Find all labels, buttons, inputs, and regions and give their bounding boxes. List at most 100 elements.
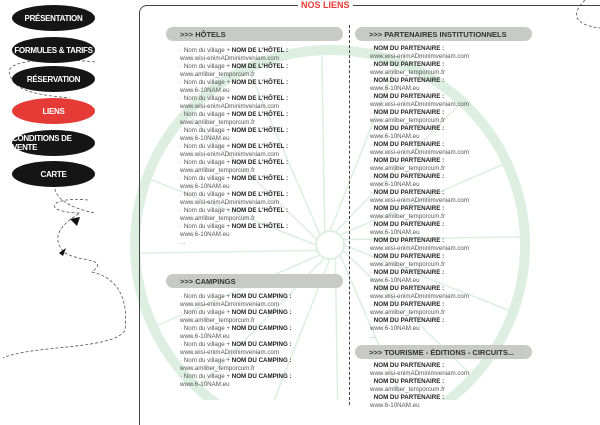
entry-name: NOM DE L'HÔTEL :: [231, 207, 289, 214]
entry-link[interactable]: www.6-10NAM.eu: [180, 333, 230, 340]
list-item: · NOM DU PARTENAIRE :: [370, 125, 469, 133]
entry-name: NOM DU PARTENAIRE :: [373, 45, 445, 52]
entry-name: NOM DE L'HÔTEL :: [231, 47, 289, 54]
entry-link[interactable]: www.wisi-enimADminimveniam.com: [370, 149, 470, 156]
entry-link[interactable]: www.amliber_temporcum.fr: [180, 167, 255, 174]
entry-name: NOM DU CAMPING :: [231, 325, 292, 332]
section-header-tourisme: >>> TOURISME - ÉDITIONS - CIRCUITS...: [355, 345, 532, 359]
bullet-icon: ·: [370, 301, 374, 308]
entry-link[interactable]: www.amliber_temporcum.fr: [180, 71, 255, 78]
list-item: · NOM DU PARTENAIRE :: [370, 141, 469, 149]
entry-link[interactable]: www.6-10NAM.eu: [370, 133, 420, 140]
list-item: · NOM DU PARTENAIRE :: [370, 77, 469, 85]
entry-link[interactable]: www.wisi-enimADminimveniam.com: [180, 349, 280, 356]
bullet-icon: ·: [180, 111, 184, 118]
list-item: · NOM DU PARTENAIRE :: [370, 61, 469, 69]
entry-link[interactable]: www.amliber_temporcum.fr: [180, 317, 255, 324]
entry-link[interactable]: www.amliber_temporcum.fr: [370, 117, 445, 124]
entry-link[interactable]: www.amliber_temporcum.fr: [180, 119, 255, 126]
entry-link[interactable]: www.amliber_temporcum.fr: [370, 165, 445, 172]
entry-link[interactable]: www.amliber_temporcum.fr: [180, 365, 255, 372]
entry-name: NOM DE L'HÔTEL :: [231, 111, 289, 118]
nav-item-conditions-de-vente[interactable]: Conditions de vente: [12, 130, 95, 156]
entry-link[interactable]: www.wisi-enimADminimveniam.com: [180, 103, 280, 110]
entry-name: NOM DE L'HÔTEL :: [231, 127, 289, 134]
entry-link[interactable]: www.amliber_temporcum.fr: [370, 213, 445, 220]
wheel-watermark: [130, 45, 530, 400]
village-name: Nom du village +: [183, 223, 232, 230]
wheel-spoke: [339, 164, 503, 236]
village-name: Nom du village +: [183, 373, 232, 380]
bullet-icon: ·: [370, 173, 374, 180]
entry-link[interactable]: www.wisi-enimADminimveniam.com: [370, 293, 470, 300]
section-header-partenaires: >>> PARTENAIRES INSTITUTIONNELS: [355, 27, 532, 41]
nav-item-formules-tarifs[interactable]: Formules & tarifs: [12, 37, 95, 63]
entry-link[interactable]: www.wisi-enimADminimveniam.com: [370, 101, 470, 108]
partenaires-list: · NOM DU PARTENAIRE :www.wisi-enimADmini…: [370, 45, 469, 341]
list-item: · Nom du village + NOM DE L'HÔTEL :: [180, 79, 288, 87]
entry-link[interactable]: www.amliber_temporcum.fr: [370, 386, 445, 393]
entry-link[interactable]: www.amliber_temporcum.fr: [370, 69, 445, 76]
wheel-spoke: [321, 55, 326, 233]
bullet-icon: ·: [180, 47, 184, 54]
list-item: · Nom du village + NOM DE L'HÔTEL :: [180, 159, 288, 167]
entry-name: NOM DU PARTENAIRE :: [373, 317, 445, 324]
entry-link[interactable]: www.amliber_temporcum.fr: [370, 309, 445, 316]
village-name: Nom du village +: [183, 309, 232, 316]
list-item: · NOM DU PARTENAIRE :: [370, 157, 469, 165]
entry-link[interactable]: www.wisi-enimADminimveniam.com: [180, 151, 280, 158]
entry-link[interactable]: www.amliber_temporcum.fr: [180, 215, 255, 222]
bullet-icon: ·: [180, 207, 184, 214]
nav-item-liens[interactable]: Liens: [12, 98, 95, 124]
list-item: · NOM DU PARTENAIRE :: [370, 45, 469, 53]
more-indicator: ...: [180, 239, 186, 246]
bullet-icon: ·: [370, 237, 374, 244]
bullet-icon: ·: [370, 378, 374, 385]
entry-name: NOM DU PARTENAIRE :: [373, 173, 445, 180]
nav-item-réservation[interactable]: Réservation: [12, 66, 95, 92]
entry-link[interactable]: www.wisi-enimADminimveniam.com: [370, 53, 470, 60]
village-name: Nom du village +: [183, 357, 232, 364]
wheel-spoke: [339, 254, 404, 400]
village-name: Nom du village +: [183, 79, 232, 86]
village-name: Nom du village +: [183, 95, 232, 102]
bullet-icon: ·: [180, 341, 184, 348]
list-item: · NOM DU PARTENAIRE :: [370, 285, 469, 293]
entry-name: NOM DU PARTENAIRE :: [373, 205, 445, 212]
entry-name: NOM DU PARTENAIRE :: [373, 285, 445, 292]
list-item: · Nom du village + NOM DU CAMPING :: [180, 309, 292, 317]
entry-link[interactable]: www.wisi-enimADminimveniam.com: [370, 197, 470, 204]
page-title: NOS LIENS: [298, 0, 353, 10]
entry-link[interactable]: www.6-10NAM.eu: [180, 87, 230, 94]
entry-link[interactable]: www.6-10NAM.eu: [370, 85, 420, 92]
entry-link[interactable]: www.wisi-enimADminimveniam.com: [180, 301, 280, 308]
entry-link[interactable]: www.6-10NAM.eu: [370, 181, 420, 188]
entry-link[interactable]: www.6-10NAM.eu: [180, 183, 230, 190]
list-item: · NOM DU PARTENAIRE :: [370, 93, 469, 101]
entry-link[interactable]: www.6-10NAM.eu: [370, 277, 420, 284]
entry-link[interactable]: www.6-10NAM.eu: [370, 325, 420, 332]
entry-link[interactable]: www.wisi-enimADminimveniam.com: [180, 199, 280, 206]
entry-link[interactable]: www.amliber_temporcum.fr: [370, 261, 445, 268]
wheel-spoke: [157, 254, 321, 326]
wheel-spoke: [249, 72, 321, 236]
hotels-list: · Nom du village + NOM DE L'HÔTEL :www.w…: [180, 47, 288, 247]
entry-link[interactable]: www.6-10NAM.eu: [180, 231, 230, 238]
entry-link[interactable]: www.6-10NAM.eu: [370, 402, 420, 409]
list-item: · Nom du village + NOM DU CAMPING :: [180, 373, 292, 381]
entry-link[interactable]: www.wisi-enimADminimveniam.com: [370, 245, 470, 252]
bullet-icon: ·: [370, 109, 374, 116]
entry-link[interactable]: www.6-10NAM.eu: [180, 135, 230, 142]
wheel-spoke: [151, 179, 317, 246]
entry-link[interactable]: www.6-10NAM.eu: [370, 229, 420, 236]
section-header-campings: >>> CAMPINGS: [166, 274, 343, 288]
entry-link[interactable]: www.wisi-enimADminimveniam.com: [180, 55, 280, 62]
list-item: · NOM DU PARTENAIRE :: [370, 394, 469, 402]
nav-item-présentation[interactable]: Présentation: [12, 5, 95, 31]
entry-link[interactable]: www.6-10NAM.eu: [180, 381, 230, 388]
entry-link[interactable]: www.wisi-enimADminimveniam.com: [370, 370, 470, 377]
arrow-icon: [70, 217, 80, 226]
wheel-spoke: [329, 66, 396, 232]
bullet-icon: ·: [370, 45, 374, 52]
nav-item-carte[interactable]: Carte: [12, 161, 95, 187]
